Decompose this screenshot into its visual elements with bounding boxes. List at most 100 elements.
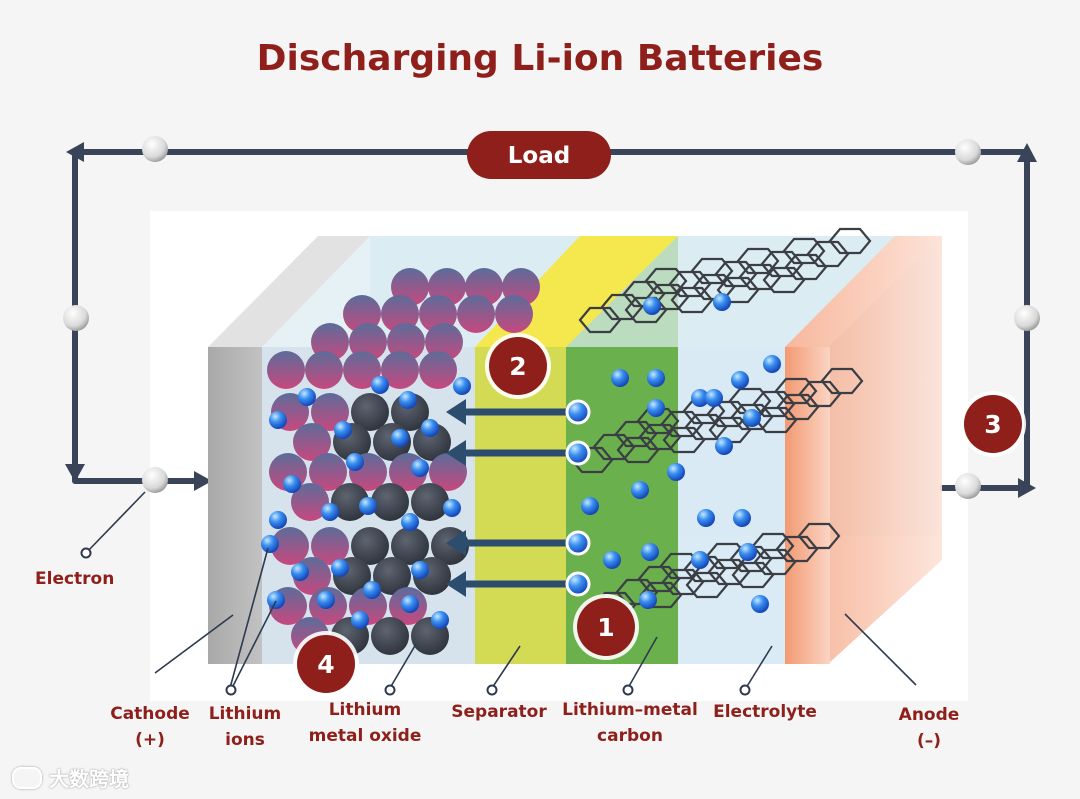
lithium-ion — [331, 559, 349, 577]
lithium-ion — [269, 411, 287, 429]
lithium-ions — [261, 293, 781, 629]
lithium-ion — [371, 376, 389, 394]
wire-arrow-left-icon — [66, 142, 84, 162]
oxide-sphere — [457, 295, 495, 333]
metal-sphere — [351, 393, 389, 431]
load-label: Load — [508, 143, 570, 169]
pointer-dots — [80, 547, 751, 696]
lithium-ion — [733, 509, 751, 527]
electron-bead — [142, 467, 168, 493]
migration-arrow-head-icon — [446, 399, 466, 425]
graphene-hex — [644, 267, 688, 295]
migrating-ion — [565, 530, 591, 556]
lithium-ion — [351, 611, 369, 629]
lithium-ion — [298, 388, 316, 406]
label-separator: Separator — [451, 702, 547, 722]
lithium-ion — [603, 551, 621, 569]
metal-sphere — [411, 483, 449, 521]
label-lithium-ions: Lithium ions — [199, 701, 291, 753]
graphene-hex — [828, 227, 872, 255]
cathode-top-face — [208, 236, 370, 347]
electron-bead — [63, 305, 89, 331]
step-number: 2 — [509, 352, 526, 381]
lithium-ion — [291, 563, 309, 581]
graphene-hex — [774, 377, 818, 405]
oxide-sphere — [343, 351, 381, 389]
lithium-ion — [401, 595, 419, 613]
oxide-sphere — [267, 351, 305, 389]
label-oxide-line1: Lithium — [328, 700, 402, 720]
lithium-ion — [401, 513, 419, 531]
watermark-icon — [12, 767, 42, 789]
electron-bead — [955, 473, 981, 499]
lithium-ion — [641, 543, 659, 561]
oxide-sphere — [419, 351, 457, 389]
lithium-ion — [267, 591, 285, 609]
ion-migration-arrows — [446, 399, 591, 597]
lithium-ion — [421, 419, 439, 437]
lithium-ion — [317, 591, 335, 609]
oxide-sphere — [311, 393, 349, 431]
graphene-hex — [751, 532, 795, 560]
label-pointers — [85, 491, 917, 689]
oxide-spheres-back — [267, 268, 540, 389]
lithium-ion — [631, 481, 649, 499]
lithium-ion — [443, 499, 461, 517]
lithium-ion — [431, 611, 449, 629]
graphene-hex — [797, 522, 841, 550]
lithium-ion — [639, 591, 657, 609]
label-cathode: Cathode (+) — [104, 701, 196, 753]
step-marker-1: 1 — [573, 594, 639, 660]
watermark-text: 大数跨境 — [48, 767, 129, 791]
label-electron: Electron — [35, 569, 115, 589]
label-anode: Anode (–) — [884, 702, 974, 754]
lithium-ion — [763, 355, 781, 373]
graphene-hex — [782, 237, 826, 265]
label-lithium-metal-carbon: Lithium–metal carbon — [554, 697, 706, 749]
lithium-ion — [743, 409, 761, 427]
label-carbon-line2: carbon — [597, 726, 663, 746]
label-lithium-ions-line1: Lithium — [208, 704, 282, 724]
oxide-sphere — [293, 423, 331, 461]
migrating-ion — [565, 399, 591, 425]
oxide-sphere — [309, 453, 347, 491]
electron-bead — [1014, 305, 1040, 331]
lithium-ion — [705, 389, 723, 407]
migration-arrow-head-icon — [446, 571, 466, 597]
graphene-hex — [736, 247, 780, 275]
step-number: 1 — [597, 613, 614, 642]
lithium-ion — [399, 391, 417, 409]
label-electrolyte: Electrolyte — [713, 702, 817, 722]
oxide-sphere — [381, 351, 419, 389]
migrating-ion — [565, 571, 591, 597]
lithium-ion — [346, 453, 364, 471]
metal-sphere — [351, 527, 389, 565]
oxide-sphere — [311, 527, 349, 565]
lithium-ion — [334, 421, 352, 439]
label-anode-line1: Anode — [898, 705, 960, 725]
circuit-arrowheads — [65, 142, 1037, 498]
lithium-ion — [411, 459, 429, 477]
lithium-ion — [269, 511, 287, 529]
oxide-sphere — [271, 527, 309, 565]
wire-arrow-right-icon — [194, 471, 212, 491]
load-badge: Load — [467, 131, 611, 179]
wire-arrow-right2-icon — [1018, 478, 1036, 498]
wire-arrow-up-icon — [1017, 143, 1037, 162]
graphene-hex — [690, 257, 734, 285]
lithium-ion — [611, 369, 629, 387]
migration-arrow-head-icon — [446, 530, 466, 556]
migrating-ion — [565, 440, 591, 466]
watermark-logo: 大数跨境 — [12, 763, 129, 792]
step-number: 3 — [984, 410, 1001, 439]
lithium-ion — [363, 581, 381, 599]
oxide-sphere — [291, 483, 329, 521]
lithium-ion — [647, 399, 665, 417]
step-marker-2: 2 — [485, 333, 551, 399]
step-marker-3: 3 — [960, 391, 1026, 457]
lithium-ion — [715, 437, 733, 455]
oxide-sphere — [495, 295, 533, 333]
lithium-ion — [691, 551, 709, 569]
oxide-sphere — [429, 453, 467, 491]
separator-front-face — [475, 347, 566, 664]
